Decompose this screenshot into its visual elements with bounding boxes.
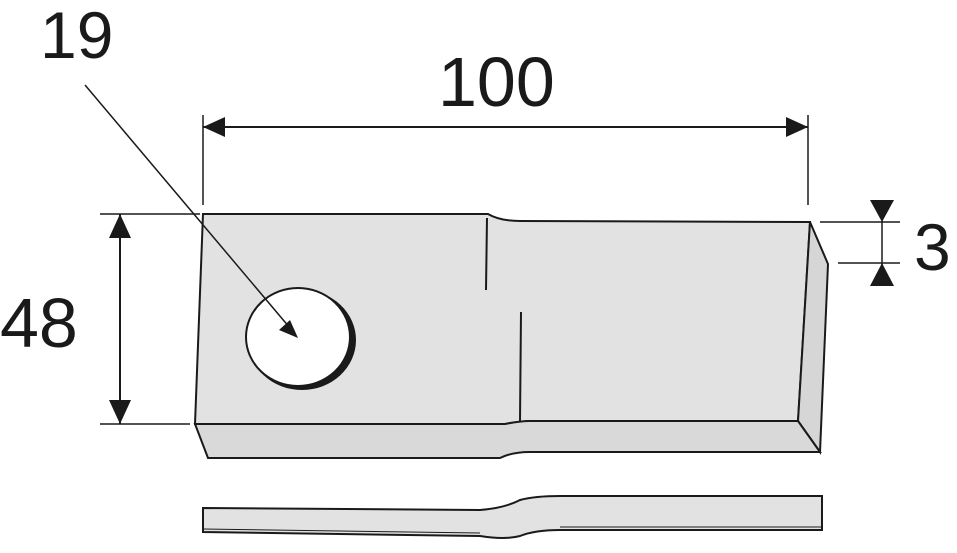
thickness-arrow-bottom <box>870 263 894 286</box>
length-label: 100 <box>438 43 555 121</box>
side-profile-shade-line-left <box>202 528 481 534</box>
width-arrow-top <box>109 214 131 238</box>
width-arrow-bottom <box>109 400 131 424</box>
hole-diameter-label: 19 <box>40 0 113 72</box>
blade-front-face <box>193 420 822 459</box>
step-line-upper <box>485 217 488 291</box>
thickness-label: 3 <box>914 210 951 284</box>
step-line-lower <box>519 311 522 422</box>
width-label: 48 <box>0 284 78 362</box>
length-arrow-left <box>203 117 225 137</box>
blade-side-profile <box>202 495 823 539</box>
hole-leader-line <box>84 84 291 329</box>
length-arrow-right <box>786 117 808 137</box>
thickness-arrow-top <box>870 200 894 222</box>
hole-leader-arrowhead <box>279 320 298 338</box>
mounting-hole <box>245 287 351 387</box>
